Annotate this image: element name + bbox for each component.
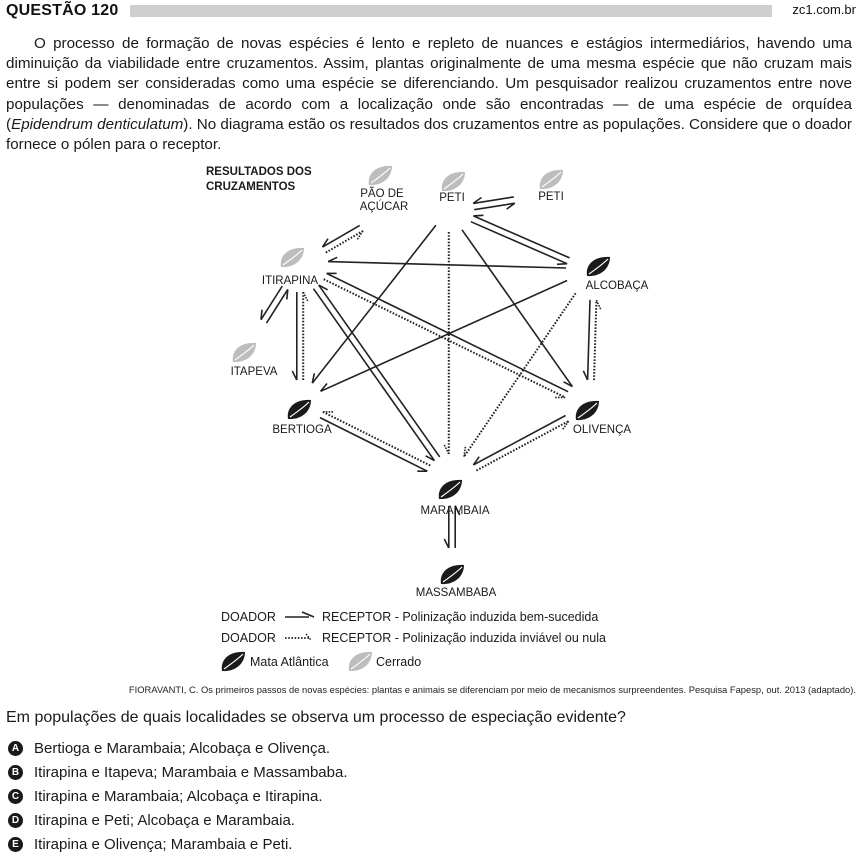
question-prompt: Em populações de quais localidades se ob… [6, 709, 626, 726]
label-itapeva: ITAPEVA [231, 366, 278, 378]
option-a[interactable]: A Bertioga e Marambaia; Alcobaça e Olive… [8, 736, 348, 760]
label-alcobaca: ALCOBAÇA [586, 280, 649, 292]
cross-arrow-olivenca-to-alcobaca [593, 299, 602, 381]
header-bar [130, 5, 772, 17]
option-e-text: Itirapina e Olivença; Marambaia e Peti. [34, 835, 293, 853]
legend-arrow-fail [285, 633, 312, 641]
legend-donor-2: DOADOR [221, 631, 276, 645]
node-peti-2: PETI [538, 169, 564, 203]
legend-mata-text: Mata Atlântica [250, 655, 329, 669]
legend-donor-1: DOADOR [221, 610, 276, 624]
crossing-diagram: RESULTADOS DOS CRUZAMENTOS PÃO DE AÇÚCAR… [206, 165, 649, 672]
cross-arrow-marambaia-to-massambaba [443, 506, 450, 549]
cross-arrow-peti-to-bertioga [311, 224, 437, 384]
label-bertioga: BERTIOGA [272, 424, 332, 436]
cross-arrows [260, 196, 602, 549]
node-alcobaca: ALCOBAÇA [586, 256, 649, 292]
question-header: QUESTÃO 120 zc1.com.br [0, 0, 866, 22]
cross-arrow-peti2-to-peti [472, 196, 514, 205]
species-name: Epidendrum denticulatum [11, 115, 184, 133]
cross-arrow-alcobaca-to-marambaia [463, 292, 577, 458]
cross-arrow-olivenca-to-itirapina [326, 272, 569, 393]
cross-arrow-itirapina-to-pao [325, 230, 364, 254]
node-itapeva: ITAPEVA [231, 342, 278, 378]
node-bertioga: BERTIOGA [272, 399, 332, 436]
leaf-icon-peti [441, 171, 465, 192]
node-marambaia: MARAMBAIA [420, 479, 490, 517]
leaf-icon-pao [368, 165, 392, 186]
legend-mata-leaf-icon [221, 651, 245, 672]
cross-arrow-itapeva-to-itirapina [265, 288, 289, 324]
option-c-letter: C [8, 788, 23, 804]
label-massambaba: MASSAMBABA [416, 587, 497, 599]
label-olivenca: OLIVENÇA [573, 424, 631, 436]
label-marambaia: MARAMBAIA [420, 505, 489, 517]
option-b-text: Itirapina e Itapeva; Marambaia e Massamb… [34, 763, 348, 781]
option-d-letter: D [8, 812, 23, 828]
node-itirapina: ITIRAPINA [262, 247, 319, 287]
cross-arrow-alcobaca-to-peti [473, 214, 570, 259]
cross-arrow-alcobaca-to-olivenca [582, 299, 591, 381]
legend-cerrado-text: Cerrado [376, 655, 421, 669]
cross-arrow-itirapina-to-marambaia [312, 288, 436, 462]
diagram-title-line2: CRUZAMENTOS [206, 181, 296, 193]
leaf-icon-bertioga [287, 399, 311, 420]
leaf-icon-itapeva [232, 342, 256, 363]
leaf-icon-massambaba [440, 564, 464, 585]
cross-arrow-peti-to-alcobaca [470, 220, 568, 266]
option-c-text: Itirapina e Marambaia; Alcobaça e Itirap… [34, 787, 323, 805]
cross-arrow-itirapina-to-olivenca [323, 278, 566, 399]
node-massambaba: MASSAMBABA [416, 564, 497, 599]
answer-options: A Bertioga e Marambaia; Alcobaça e Olive… [8, 736, 348, 856]
legend-arrow-success [285, 611, 315, 618]
node-peti: PETI [439, 171, 465, 204]
intro-part-1: O processo de formação de novas espécies… [6, 35, 852, 133]
label-pao-line1: PÃO DE [360, 187, 404, 200]
leaf-icon-peti-2 [539, 169, 563, 190]
option-e[interactable]: E Itirapina e Olivença; Marambaia e Peti… [8, 832, 348, 856]
legend-cerrado-leaf-icon [348, 651, 372, 672]
cross-arrow-marambaia-to-itirapina [318, 284, 441, 458]
option-a-text: Bertioga e Marambaia; Alcobaça e Olivenç… [34, 739, 330, 757]
cross-arrow-peti-to-peti2 [474, 202, 516, 211]
diagram-title-line1: RESULTADOS DOS [206, 166, 312, 178]
cross-arrow-alcobaca-to-itirapina [327, 256, 567, 269]
cross-arrow-marambaia-to-olivenca [475, 420, 570, 472]
node-olivenca: OLIVENÇA [573, 400, 631, 436]
cross-arrow-alcobaca-to-bertioga [319, 279, 568, 393]
cross-arrow-marambaia-to-bertioga [322, 411, 431, 467]
source-caption: FIORAVANTI, C. Os primeiros passos de no… [128, 684, 856, 695]
leaf-icon-olivenca [575, 400, 599, 421]
option-b[interactable]: B Itirapina e Itapeva; Marambaia e Massa… [8, 760, 348, 784]
legend: DOADOR RECEPTOR - Polinização induzida b… [221, 610, 606, 672]
cross-arrow-pao-to-itirapina [321, 224, 361, 248]
option-a-letter: A [8, 740, 23, 756]
leaf-icon-alcobaca [586, 256, 610, 277]
leaf-icon-itirapina [280, 247, 304, 268]
intro-part-2: ). No diagrama estão os resultados dos c… [6, 115, 852, 154]
cross-arrow-massambaba-to-marambaia [454, 505, 461, 548]
question-number: QUESTÃO 120 [6, 2, 119, 19]
legend-success-text: RECEPTOR - Polinização induzida bem-suce… [322, 610, 598, 624]
label-peti-2: PETI [538, 191, 564, 203]
option-c[interactable]: C Itirapina e Marambaia; Alcobaça e Itir… [8, 784, 348, 808]
site-label: zc1.com.br [792, 2, 856, 17]
cross-arrow-itirapina-to-itapeva [260, 285, 283, 321]
intro-text: O processo de formação de novas espécies… [6, 34, 852, 155]
label-peti: PETI [439, 192, 465, 204]
cross-arrow-itirapina-to-bertioga [291, 292, 298, 381]
label-itirapina: ITIRAPINA [262, 275, 319, 287]
label-pao-line2: AÇÚCAR [360, 200, 409, 213]
cross-arrow-bertioga-to-marambaia [319, 416, 428, 473]
cross-arrow-olivenca-to-marambaia [472, 414, 566, 466]
option-d-text: Itirapina e Peti; Alcobaça e Marambaia. [34, 811, 295, 829]
legend-fail-text: RECEPTOR - Polinização induzida inviável… [322, 631, 606, 645]
cross-arrow-bertioga-to-itirapina [302, 291, 309, 380]
cross-arrow-peti-to-olivenca [461, 229, 574, 388]
option-e-letter: E [8, 836, 23, 852]
leaf-icon-marambaia [438, 479, 462, 500]
node-pao-de-acucar: PÃO DE AÇÚCAR [360, 165, 409, 213]
option-d[interactable]: D Itirapina e Peti; Alcobaça e Marambaia… [8, 808, 348, 832]
option-b-letter: B [8, 764, 23, 780]
